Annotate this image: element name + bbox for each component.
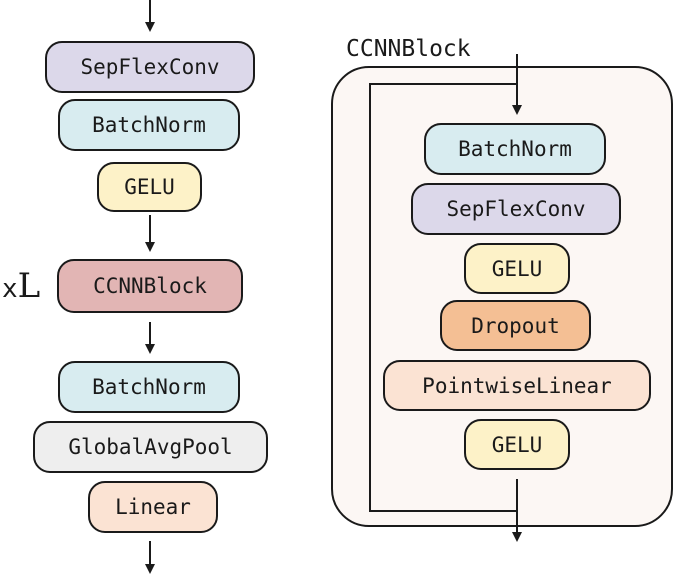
block-gelu-2-node: GELU (464, 419, 570, 470)
batchnorm-top-node: BatchNorm (58, 99, 240, 151)
block-batchnorm-node: BatchNorm (424, 123, 606, 175)
ccnnblock-node: CCNNBlock (57, 259, 243, 313)
sepflexconv-node: SepFlexConv (45, 41, 255, 93)
block-dropout-node: Dropout (440, 300, 591, 351)
globalavgpool-node: GlobalAvgPool (33, 421, 268, 473)
repeat-label: xL (2, 266, 40, 306)
repeat-l: L (17, 266, 41, 306)
gelu-node: GELU (97, 162, 202, 212)
block-gelu-1-node: GELU (464, 243, 570, 294)
residual-connection (369, 83, 517, 512)
ccnnblock-title: CCNNBlock (346, 36, 471, 62)
repeat-x: x (2, 274, 18, 304)
linear-node: Linear (88, 481, 218, 533)
block-sepflexconv-node: SepFlexConv (411, 183, 621, 235)
block-pointwiselinear-node: PointwiseLinear (383, 360, 651, 411)
batchnorm-bottom-node: BatchNorm (58, 361, 240, 413)
